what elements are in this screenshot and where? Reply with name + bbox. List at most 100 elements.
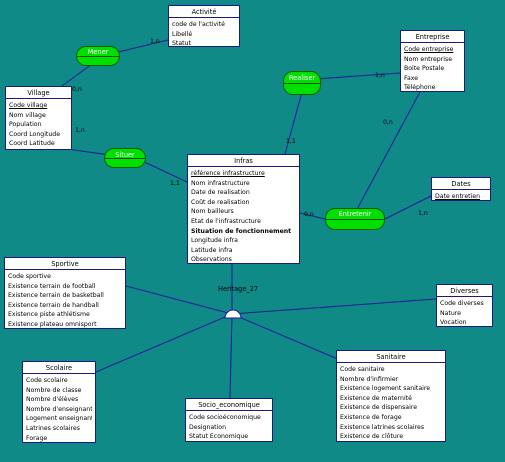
entity-attribute: Téléphone	[404, 84, 436, 92]
entity-attribute: Existence piste athlétisme	[8, 311, 90, 319]
entity-attribute: Existence logement sanitaire	[340, 385, 431, 393]
association-label-entretenir: Entretenir	[338, 210, 372, 218]
cardinality-mener-village: 0,n	[72, 86, 82, 93]
entity-attribute: Existence de clôture	[340, 433, 404, 441]
cardinality-realiser-entreprise: 1,n	[375, 72, 385, 79]
entity-attribute: Observations	[191, 256, 232, 264]
entity-title: Scolaire	[23, 362, 95, 374]
entity-attribute: Nombre d'enseignant	[26, 405, 92, 413]
entity-attribute: Code diverses	[440, 300, 484, 307]
entity-attribute: Coord Longitude	[9, 130, 60, 138]
association-divider	[284, 83, 320, 84]
cardinality-realiser-infras: 1,1	[286, 138, 296, 145]
entity-diverses[interactable]: Diverses Code diverses Nature Vocation	[436, 284, 493, 327]
entity-attribute: Latitude infra	[191, 246, 233, 254]
entity-attribute: Nom infrastructure	[191, 179, 250, 187]
cardinality-situer-village: 1,n	[75, 127, 85, 134]
entity-attribute: Libellé	[172, 30, 193, 38]
association-realiser[interactable]	[283, 71, 321, 95]
association-situer[interactable]	[104, 148, 146, 168]
entity-attribute: code de l'activité	[172, 21, 225, 28]
entity-attribute: Nature	[440, 309, 461, 317]
link-entretenir-entreprise	[354, 91, 421, 214]
entity-attribute: Nombre d'élèves	[26, 396, 79, 404]
entity-attribute: Existence terrain de basketball	[8, 292, 104, 300]
entity-attribute: Existence latrines scolaires	[340, 423, 425, 431]
entity-attribute: Faxe	[404, 74, 419, 82]
entity-attribute: Code sanitaire	[340, 366, 385, 373]
entity-attribute: Logement enseignant	[26, 415, 92, 423]
entity-attribute: Statut	[172, 40, 191, 48]
entity-identifier: Date entretien	[435, 193, 480, 200]
entity-attribute: Latrines scolaires	[26, 424, 80, 432]
association-label-realiser: Realiser	[288, 74, 316, 82]
link-heritage-socio	[229, 313, 233, 399]
entity-attribute: Date de realisation	[191, 189, 250, 197]
entity-attribute: Nom bailleurs	[191, 208, 234, 216]
entity-title: Infras	[188, 155, 299, 167]
entity-attribute: Nombre de classe	[26, 386, 82, 394]
cardinality-entretenir-entreprise: 0,n	[383, 119, 393, 126]
entity-attribute: Coût de realisation	[191, 198, 250, 206]
entity-village[interactable]: Village Code village Nom village Populat…	[5, 86, 72, 150]
association-divider	[105, 158, 145, 159]
entity-sanitaire[interactable]: Sanitaire Code sanitaire Nombre d'infirm…	[336, 350, 446, 442]
entity-attribute: Existence de maternité	[340, 394, 412, 402]
entity-attribute: Code socioéconomique	[189, 414, 261, 421]
entity-attribute: Nombre d'infirmier	[340, 375, 399, 383]
entity-attribute: Coord Latitude	[9, 140, 55, 148]
entity-attribute: Situation de fonctionnement	[191, 227, 292, 235]
heritage-label: Heritage_27	[218, 285, 259, 293]
entity-scolaire[interactable]: Scolaire Code scolaire Nombre de classe …	[22, 361, 96, 443]
link-heritage-sanitaire	[231, 313, 341, 361]
entity-dates[interactable]: Dates Date entretien	[431, 177, 491, 201]
entity-entreprise[interactable]: Entreprise Code entreprise Nom entrepris…	[400, 30, 465, 92]
entity-title: Dates	[432, 178, 490, 190]
association-divider	[326, 219, 384, 220]
link-entretenir-infras	[299, 212, 326, 220]
entity-attribute: Boite Postale	[404, 65, 445, 73]
entity-title: Socio_economique	[186, 399, 272, 411]
association-label-situer: Situer	[115, 151, 135, 159]
association-entretenir[interactable]	[325, 208, 385, 230]
entity-title: Activité	[169, 6, 239, 18]
entity-identifier: référence infrastructure	[191, 170, 265, 177]
link-situer-infras	[139, 159, 188, 183]
entity-attribute: Code scolaire	[26, 377, 68, 384]
entity-attribute: Longitude infra	[191, 237, 238, 245]
cardinality-mener-activite: 1,n	[150, 38, 160, 45]
entity-sportive[interactable]: Sportive Code sportive Existence terrain…	[4, 257, 126, 329]
association-divider	[77, 56, 119, 57]
link-heritage-diverses	[231, 298, 437, 315]
entity-title: Sportive	[5, 258, 125, 270]
link-realiser-infras	[284, 91, 303, 155]
entity-title: Entreprise	[401, 31, 464, 43]
entity-attribute: Existence plateau omnisport	[8, 320, 97, 328]
association-mener[interactable]	[76, 46, 120, 66]
entity-attribute: Statut Economique	[189, 433, 249, 441]
entity-attribute: Etat de l'infrastructure	[191, 217, 261, 225]
link-mener-village	[61, 63, 93, 87]
entity-attribute: Nom village	[9, 111, 46, 119]
entity-title: Diverses	[437, 285, 492, 297]
entity-activite[interactable]: Activité code de l'activité Libellé Stat…	[168, 5, 240, 47]
entity-attribute: Existence de dispensaire	[340, 404, 418, 412]
entity-identifier: Code entreprise	[404, 46, 454, 53]
association-label-mener: Mener	[87, 48, 109, 56]
entity-infras[interactable]: Infras référence infrastructure Nom infr…	[187, 154, 300, 264]
entity-title: Village	[6, 87, 71, 99]
link-entretenir-dates	[384, 195, 432, 220]
entity-attribute: Forage	[26, 434, 48, 442]
link-heritage-sportive	[125, 285, 233, 315]
cardinality-entretenir-infras: 0,n	[304, 211, 314, 218]
cardinality-situer-infras: 1,1	[170, 180, 180, 187]
entity-attribute: Vocation	[440, 319, 467, 327]
entity-socio-economique[interactable]: Socio_economique Code socioéconomique De…	[185, 398, 273, 442]
entity-attribute: Designation	[189, 423, 227, 431]
entity-attribute: Population	[9, 121, 42, 129]
entity-attribute: Nom entreprise	[404, 55, 452, 63]
entity-attribute: Existence terrain de football	[8, 282, 96, 290]
entity-title: Sanitaire	[337, 351, 445, 363]
entity-identifier: Code village	[9, 102, 48, 109]
